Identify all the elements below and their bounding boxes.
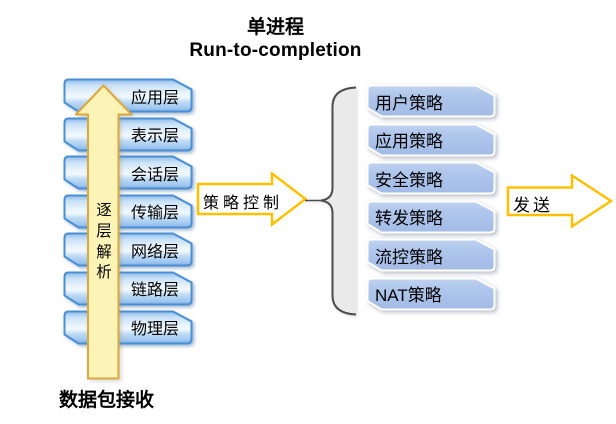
osi-layer-label: 表示层 [131, 128, 180, 146]
policy-label: 流控策略 [375, 247, 443, 267]
policy-label: 安全策略 [375, 170, 443, 190]
policy-control-arrow [196, 172, 308, 227]
policy-box: 用户策略 [366, 84, 496, 118]
policy-control-arrow-shape [196, 172, 308, 227]
policy-box: 安全策略 [366, 161, 496, 195]
policy-label: 转发策略 [375, 209, 443, 229]
title-line-cn: 单进程 [246, 17, 304, 38]
diagram-title: 单进程 Run-to-completion [135, 16, 416, 61]
grouping-brace [305, 86, 357, 316]
send-arrow-shape [506, 174, 614, 229]
title-line-en: Run-to-completion [189, 40, 362, 61]
upward-arrow-shape [75, 84, 133, 380]
receive-upward-arrow [75, 84, 133, 380]
osi-layer-label: 会话层 [131, 166, 180, 184]
policy-control-label: 策略控制 [203, 195, 284, 212]
policy-box: NAT策略 [366, 277, 496, 311]
osi-layer-label: 传输层 [131, 205, 180, 223]
osi-layer-label: 应用层 [131, 89, 180, 107]
osi-layer-label: 网络层 [131, 243, 180, 261]
policy-box: 流控策略 [366, 238, 496, 272]
send-arrow [506, 174, 614, 229]
packet-receive-caption: 数据包接收 [59, 390, 155, 411]
policy-box-shape [366, 161, 496, 195]
policy-box: 应用策略 [366, 123, 496, 157]
policy-label: 用户策略 [375, 93, 443, 113]
policy-box: 转发策略 [366, 200, 496, 234]
policy-box-shape [366, 238, 496, 272]
policy-label: NAT策略 [375, 286, 442, 306]
osi-layer-label: 物理层 [131, 321, 180, 339]
policy-box-shape [366, 200, 496, 234]
brace-fill [321, 87, 356, 315]
parse-layers-vertical-label: 逐层解析 [96, 202, 112, 282]
policy-box-shape [366, 84, 496, 118]
policy-box-shape [366, 277, 496, 311]
policy-box-shape [366, 123, 496, 157]
send-label: 发送 [513, 196, 553, 215]
policy-label: 应用策略 [375, 132, 443, 152]
policy-stack: 用户策略 应用策略 安全策略 转发策略 流控策略 NAT策略 [366, 84, 496, 311]
osi-layer-label: 链路层 [131, 282, 180, 300]
